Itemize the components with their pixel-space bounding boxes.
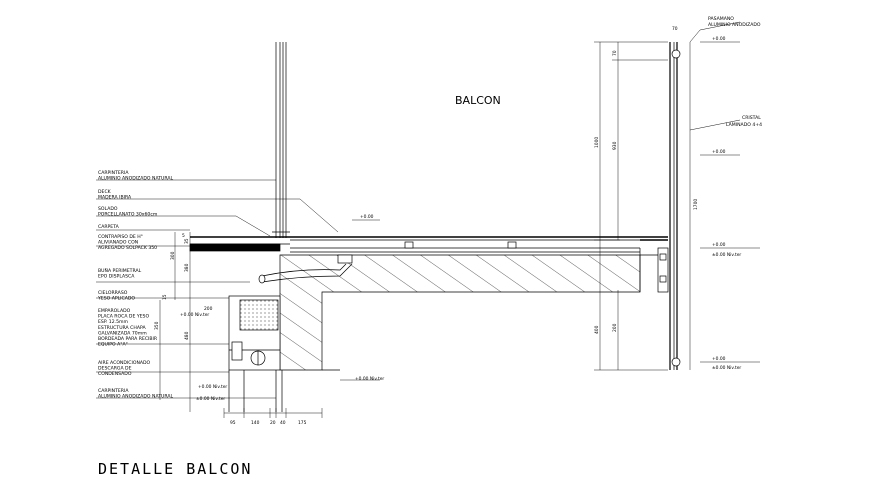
- drawing-title: DETALLE BALCON: [98, 460, 252, 478]
- left-label-2-0: SOLADO: [98, 206, 118, 212]
- dim-vr-2: 930: [612, 141, 618, 150]
- level-bottom-nivel: ±0.00 Niv.ter: [712, 365, 741, 371]
- dimension-lines: [96, 21, 760, 418]
- dim-ls-2: 200: [204, 306, 213, 312]
- structure: [189, 42, 681, 412]
- level-floor-nivel: ±0.00 Niv.ter: [712, 252, 741, 258]
- dim-ls-1: 350: [154, 321, 160, 330]
- left-label-0-1: ALUMINIO ANODIZADO NATURAL: [98, 176, 174, 182]
- level-left-low-small: +0.00 Niv.ter: [198, 384, 227, 390]
- left-label-9-1: ALUMINIO ANODIZADO NATURAL: [98, 394, 174, 400]
- dim-vr-4: 200: [612, 323, 618, 332]
- dim-vr-1: 1000: [594, 137, 600, 148]
- left-label-7-1: PLACA ROCA DE YESO: [98, 314, 149, 320]
- left-label-4-2: AGREGADO SOLPACK 350: [98, 245, 157, 251]
- left-label-7-5: BORDEADA PARA RECIBIR: [98, 336, 158, 342]
- dim-vr-5: 400: [594, 325, 600, 334]
- dim-bottom-2: 20: [270, 420, 276, 426]
- level-bottom: +0.00: [712, 356, 726, 362]
- vertical-dims-left: 35 380 480 15 300: [162, 238, 190, 340]
- level-deck: +0.00: [360, 214, 374, 220]
- left-label-6-1: YESO APLICADO: [97, 296, 135, 302]
- left-label-8-0: AIRE ACONDICIONADO: [98, 360, 151, 366]
- left-label-8-2: CONDENSADO: [98, 371, 132, 377]
- pasamano-label-0: PASAMANO: [708, 16, 734, 22]
- space-label: BALCON: [455, 94, 501, 107]
- left-label-4-1: ALIVIANADO CON: [98, 240, 138, 246]
- left-small-dims: 5 350 200: [154, 233, 213, 330]
- level-mid: +0.00: [712, 149, 726, 155]
- cristal-label-0: CRISTAL: [742, 115, 761, 121]
- bottom-dims: 95 140 20 40 175: [230, 420, 307, 426]
- left-label-2-1: PORCELLANATO 30x60cm: [98, 212, 158, 218]
- dim-top-small: 70: [672, 26, 678, 32]
- dim-vr-0: 70: [612, 50, 618, 56]
- dim-vr-3: 1700: [693, 199, 699, 210]
- dim-bottom-1: 140: [251, 420, 260, 426]
- left-label-1-0: DECK: [98, 189, 112, 195]
- dim-vl-4: 300: [170, 251, 176, 260]
- dim-vl-1: 380: [184, 263, 190, 272]
- left-label-6-0: CIELORRASO: [98, 290, 128, 296]
- left-label-7-3: ESTRUCTURA CHAPA: [98, 325, 146, 331]
- level-left-bottom: ±0.00 Niv.ter: [196, 396, 225, 402]
- left-label-5-0: BUÑA PERIMETRAL: [98, 267, 142, 274]
- left-label-3-0: CARPETA: [98, 224, 120, 230]
- left-label-4-0: CONTRAPISO DE H°: [98, 234, 143, 240]
- left-label-1-1: MADERA IBIRA: [98, 195, 132, 201]
- left-label-0-0: CARPINTERIA: [98, 170, 129, 176]
- level-left-lower: +0.00 Niv.ter: [180, 312, 209, 318]
- left-label-7-0: EMPAROLADO: [98, 308, 131, 314]
- dim-bottom-4: 175: [298, 420, 307, 426]
- left-label-5-1: EPO DISPLASCA: [98, 274, 135, 280]
- vertical-dims-right: 70 70 1000 930 1700 200 400: [594, 26, 699, 334]
- left-label-7-2: ESP. 12.5mm: [98, 319, 128, 325]
- dim-vl-3: 15: [162, 294, 168, 300]
- left-label-7-4: GALVANIZADA 70mm: [98, 330, 147, 336]
- cristal-label-1: LAMINADO 4+4: [726, 122, 762, 128]
- level-labels: +0.00 +0.00 +0.00 ±0.00 Niv.ter +0.00 ±0…: [180, 36, 741, 402]
- dim-ls-0: 5: [182, 233, 185, 239]
- level-top: +0.00: [712, 36, 726, 42]
- left-label-7-6: EQUIPO A°A°: [98, 342, 128, 348]
- left-label-8-1: DESCARGA DE: [98, 366, 132, 372]
- level-ceiling: +0.00 Niv.ter: [355, 376, 384, 382]
- dim-vl-2: 480: [184, 331, 190, 340]
- dim-bottom-0: 95: [230, 420, 236, 426]
- level-floor: +0.00: [712, 242, 726, 248]
- dim-bottom-3: 40: [280, 420, 286, 426]
- right-labels: PASAMANO ALUMINIO ANODIZADO CRISTAL LAMI…: [708, 16, 762, 128]
- left-label-9-0: CARPINTERIA: [98, 388, 129, 394]
- pasamano-label-1: ALUMINIO ANODIZADO: [708, 22, 761, 28]
- dim-vl-0: 35: [184, 238, 190, 244]
